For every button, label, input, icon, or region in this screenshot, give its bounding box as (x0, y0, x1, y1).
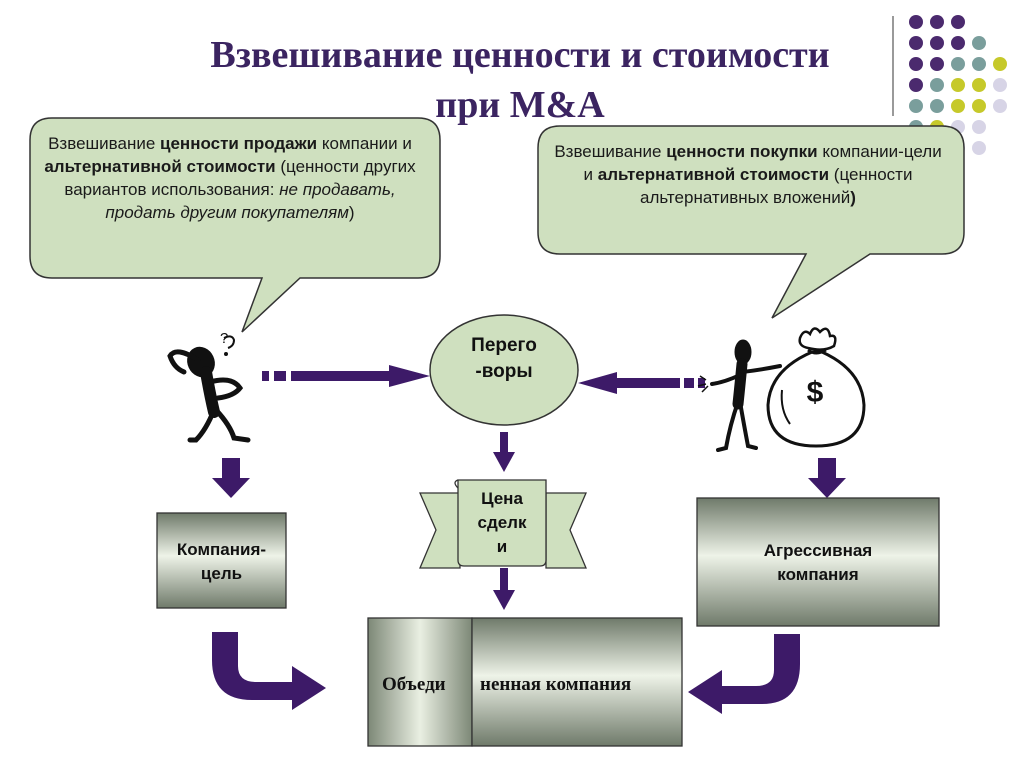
negotiations-label: Перего -воры (440, 333, 568, 385)
seller-callout-part: компании и (317, 134, 412, 153)
aggressive-company-label: Агрессивная компания (697, 539, 939, 587)
question-mark-glyph: ? (220, 330, 229, 347)
left-speech-callout (29, 117, 441, 333)
target-company-box (156, 512, 287, 609)
target-company-label: Компания- цель (157, 538, 286, 586)
buyer-callout-bold-value: ценности покупки (666, 142, 818, 161)
arrow-buyer-to-negotiations (578, 372, 705, 394)
aggressive-company-line-2: компания (777, 565, 859, 584)
negotiations-ellipse (429, 314, 579, 426)
buyer-callout-part: Взвешивание (554, 142, 667, 161)
deal-price-line-2: сделк (477, 513, 527, 532)
seller-callout-text: Взвешивание ценности продажи компании и … (40, 132, 420, 224)
target-company-line-1: Компания- (176, 540, 267, 559)
deal-price-ribbon (419, 479, 587, 569)
buyer-callout-bold-alt-cost: альтернативной стоимости (597, 165, 830, 184)
negotiations-line-1: Перего (471, 335, 537, 356)
curved-arrow-right (688, 634, 800, 714)
merged-company-label-part-1: Объеди (382, 674, 446, 695)
title-line-1: Взвешивание ценности и стоимости (210, 34, 830, 76)
money-bag-icon (766, 327, 866, 448)
merged-company-box-left (367, 617, 473, 747)
seller-callout-part: (ценности других вариантов использования… (64, 157, 416, 199)
buyer-callout-text: Взвешивание ценности покупки компании-це… (548, 140, 948, 209)
down-arrow-negotiations-to-price (493, 432, 515, 472)
curved-arrow-left (212, 632, 326, 710)
target-company-line-2: цель (200, 564, 243, 583)
buyer-callout-part: компании-цели и (583, 142, 942, 184)
seller-callout-part: ) (348, 203, 355, 222)
dollar-sign-icon: $ (806, 376, 824, 409)
seller-callout-part: Взвешивание (48, 134, 161, 153)
right-speech-callout (537, 125, 965, 319)
aggressive-company-box (696, 497, 940, 627)
seller-callout-italic-options: не продавать, продать другим покупателям (105, 180, 396, 222)
deal-price-label: Цена сделк и (458, 487, 546, 559)
down-arrow-left (212, 458, 250, 498)
buyer-stick-figure-icon (697, 339, 782, 452)
seller-callout-bold-value: ценности продажи (160, 134, 318, 153)
deal-price-line-3: и (496, 537, 508, 556)
merged-company-box-right (471, 617, 683, 747)
merged-company-label-part-2: ненная компания (480, 674, 632, 695)
title-line-2: при M&A (435, 84, 605, 126)
negotiations-line-2: -воры (475, 361, 533, 382)
arrow-seller-to-negotiations (262, 365, 430, 387)
buyer-callout-part: (ценности альтернативных вложений (640, 165, 913, 207)
down-arrow-right (808, 458, 846, 498)
aggressive-company-line-1: Агрессивная (763, 541, 873, 560)
deal-price-line-1: Цена (481, 489, 523, 508)
seller-callout-bold-alt-cost: альтернативной стоимости (44, 157, 276, 176)
down-arrow-price-to-merged (493, 568, 515, 610)
buyer-callout-bold-paren: ) (850, 188, 856, 207)
thinking-stick-figure-icon (167, 335, 251, 443)
page-title: Взвешивание ценности и стоимости при M&A (150, 30, 890, 130)
decorative-divider-line (892, 16, 894, 116)
